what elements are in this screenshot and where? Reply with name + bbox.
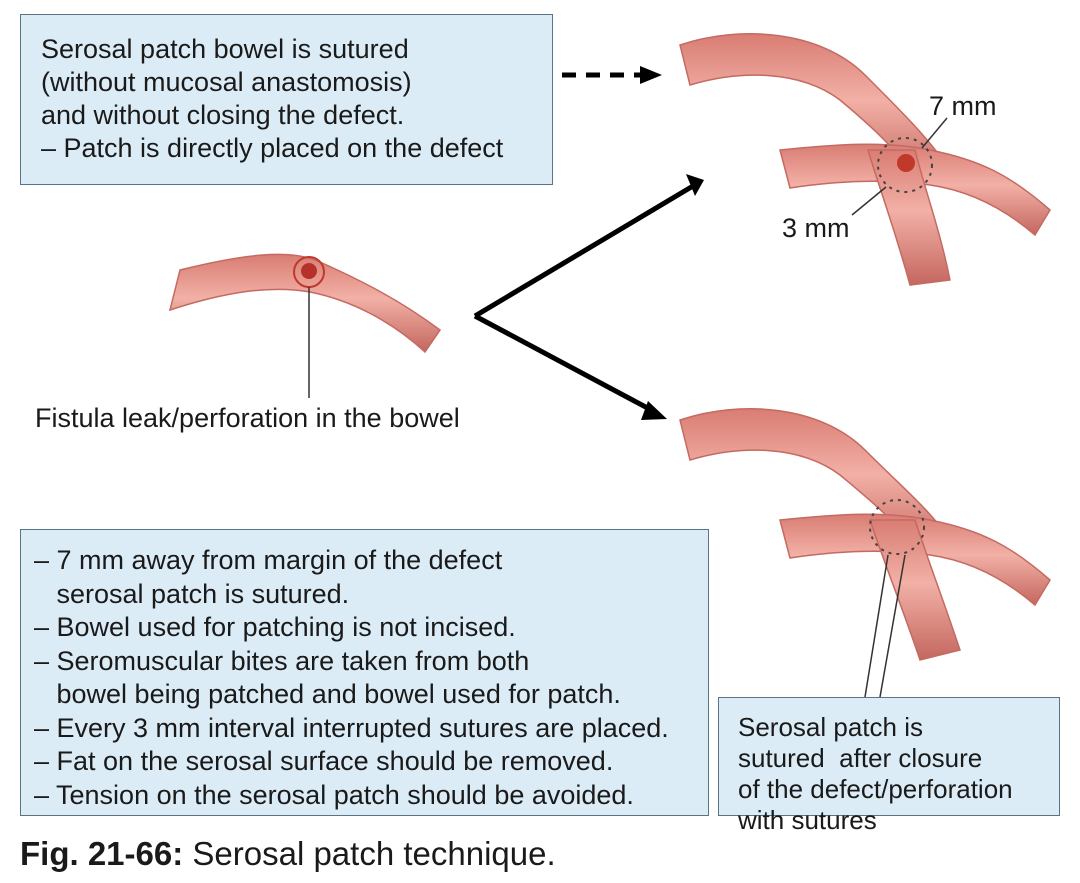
bottom-box-line: – Fat on the serosal surface should be r…	[34, 746, 614, 776]
bottom-box-line: serosal patch is sutured.	[34, 578, 350, 609]
fistula-label: Fistula leak/perforation in the bowel	[35, 403, 460, 433]
figure-caption-text: Serosal patch technique.	[183, 835, 556, 872]
top-box-line: Serosal patch bowel is sutured	[41, 34, 409, 64]
bowel-patch-top	[679, 33, 1051, 286]
branch-arrows	[473, 174, 704, 420]
figure-caption: Fig. 21-66: Serosal patch technique.	[20, 835, 556, 873]
figure-number: Fig. 21-66:	[20, 835, 184, 872]
top-box-line: (without mucosal anastomosis)	[41, 67, 412, 97]
right-box-line: Serosal patch is	[738, 712, 923, 742]
label-3mm: 3 mm	[782, 213, 850, 243]
right-box-line: sutured after closure	[738, 743, 983, 773]
bottom-box-line: – Bowel used for patching is not incised…	[34, 612, 516, 642]
info-box-right: Serosal patch is sutured after closure o…	[718, 697, 1060, 835]
dashed-arrow	[562, 66, 662, 84]
label-7mm: 7 mm	[929, 91, 997, 121]
info-box-bottom: – 7 mm away from margin of the defect se…	[20, 529, 709, 816]
bottom-box-line: – Tension on the serosal patch should be…	[34, 779, 634, 810]
bowel-patch-bottom	[679, 408, 1051, 698]
right-box-line: with sutures	[738, 805, 877, 835]
bottom-box-line: – Seromuscular bites are taken from both	[34, 645, 530, 676]
info-box-top: Serosal patch bowel is sutured (without …	[20, 14, 553, 185]
bottom-box-line: bowel being patched and bowel used for p…	[34, 679, 621, 709]
top-box-line: – Patch is directly placed on the defect	[41, 133, 504, 163]
right-box-line: of the defect/perforation	[738, 774, 1013, 804]
bottom-box-line: – Every 3 mm interval interrupted suture…	[34, 712, 669, 743]
top-box-line: and without closing the defect.	[41, 100, 405, 130]
bottom-box-line: – 7 mm away from margin of the defect	[34, 545, 503, 575]
bowel-with-fistula	[168, 253, 442, 398]
